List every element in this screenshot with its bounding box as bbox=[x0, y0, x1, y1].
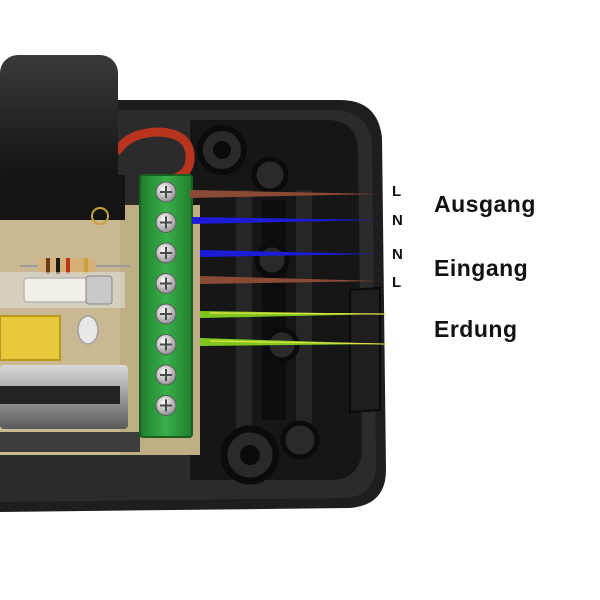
wire-output-n bbox=[192, 217, 380, 224]
resistor-band bbox=[84, 258, 88, 274]
group-label-earth: Erdung bbox=[434, 316, 518, 342]
housing-notch bbox=[349, 286, 381, 414]
capacitor bbox=[0, 315, 61, 361]
wire-input-l bbox=[200, 276, 380, 284]
wire-earth-2-stripe bbox=[209, 340, 387, 345]
housing-rib bbox=[236, 190, 252, 430]
resistor-band bbox=[56, 258, 60, 274]
knob-cap bbox=[0, 55, 118, 190]
terminal-block bbox=[139, 174, 193, 438]
control-knob bbox=[0, 55, 125, 225]
resistor-band bbox=[66, 258, 70, 274]
wires bbox=[190, 190, 388, 346]
pin-label-input-n: N bbox=[392, 246, 403, 263]
wire-output-l bbox=[190, 190, 380, 198]
slider-base bbox=[0, 432, 140, 452]
slider-slot bbox=[0, 386, 120, 404]
led bbox=[77, 315, 99, 345]
screw-boss bbox=[240, 445, 260, 465]
group-label-input: Eingang bbox=[434, 255, 529, 281]
pin-label-output-l: L bbox=[392, 183, 402, 200]
knob-base bbox=[0, 175, 125, 220]
fuse-cap bbox=[85, 275, 113, 305]
screw-boss bbox=[254, 242, 290, 278]
knob-spring bbox=[91, 207, 109, 225]
pin-label-output-n: N bbox=[392, 212, 403, 229]
housing-rib bbox=[296, 190, 312, 430]
pin-label-input-l: L bbox=[392, 274, 402, 291]
screw-boss bbox=[213, 141, 231, 159]
wire-earth-1-stripe bbox=[209, 312, 387, 315]
housing-rib bbox=[262, 200, 286, 420]
screw-boss bbox=[280, 420, 320, 460]
terminal-screws bbox=[155, 181, 177, 416]
screw-boss bbox=[251, 156, 289, 194]
resistor-band bbox=[46, 258, 50, 274]
group-label-output: Ausgang bbox=[434, 191, 536, 217]
fuse bbox=[23, 277, 95, 303]
wire-input-n bbox=[200, 250, 380, 257]
